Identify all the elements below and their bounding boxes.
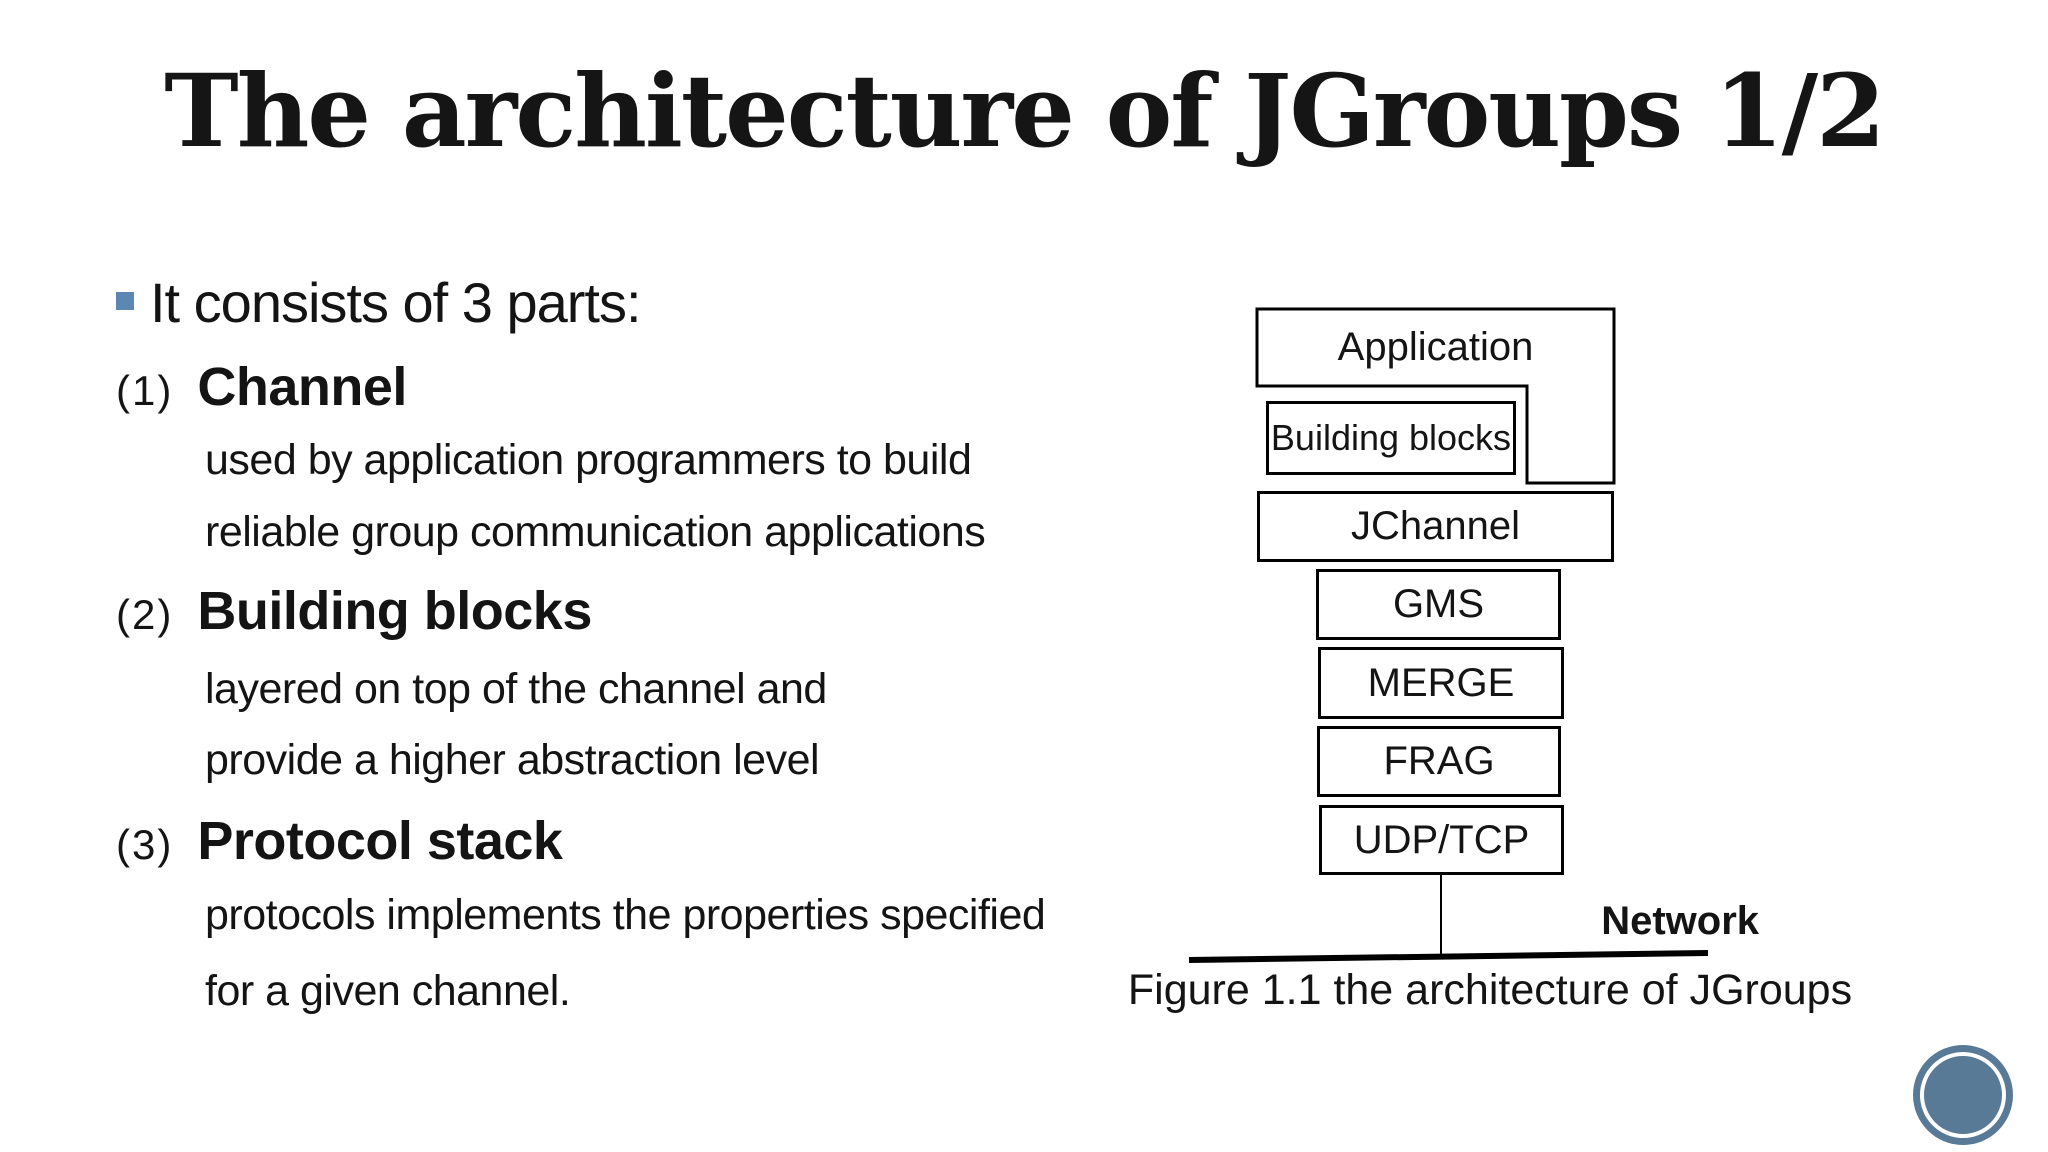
application-box-outline: [1255, 307, 1616, 485]
item-2-line-1: layered on top of the channel and: [205, 665, 827, 713]
application-box-label: Application: [1337, 325, 1534, 369]
gms-box: GMS: [1316, 569, 1561, 640]
slide-title: The architecture of JGroups 1/2: [164, 52, 1885, 170]
item-2-line-2: provide a higher abstraction level: [205, 736, 820, 784]
item-2-number: (2): [116, 591, 174, 638]
frag-box: FRAG: [1317, 726, 1561, 797]
bullet-square-icon: [116, 292, 134, 310]
item-3-heading: (3) Protocol stack: [116, 810, 563, 872]
badge-inner-ring: [1920, 1052, 2006, 1138]
item-3-line-2: for a given channel.: [205, 967, 571, 1015]
item-3-name: Protocol stack: [197, 811, 563, 871]
badge-circle-icon: [1913, 1045, 2013, 1145]
building-blocks-box: Building blocks: [1266, 401, 1516, 475]
intro-text: It consists of 3 parts:: [150, 271, 642, 334]
merge-box: MERGE: [1318, 647, 1564, 719]
item-2-heading: (2) Building blocks: [116, 580, 592, 642]
item-3-line-1: protocols implements the properties spec…: [205, 891, 1046, 939]
architecture-figure-lines: [1188, 307, 1709, 963]
item-2-name: Building blocks: [197, 581, 592, 641]
item-1-line-2: reliable group communication application…: [205, 508, 986, 556]
item-3-number: (3): [116, 821, 174, 868]
network-label: Network: [1601, 899, 1759, 943]
jchannel-box: JChannel: [1257, 491, 1614, 562]
udp-tcp-box: UDP/TCP: [1319, 805, 1564, 875]
item-1-heading: (1) Channel: [116, 356, 407, 418]
figure-caption: Figure 1.1 the architecture of JGroups: [1127, 966, 1853, 1014]
item-1-name: Channel: [197, 357, 407, 417]
item-1-line-1: used by application programmers to build: [205, 436, 972, 484]
item-1-number: (1): [116, 367, 174, 414]
network-bus-line: [1188, 950, 1709, 963]
